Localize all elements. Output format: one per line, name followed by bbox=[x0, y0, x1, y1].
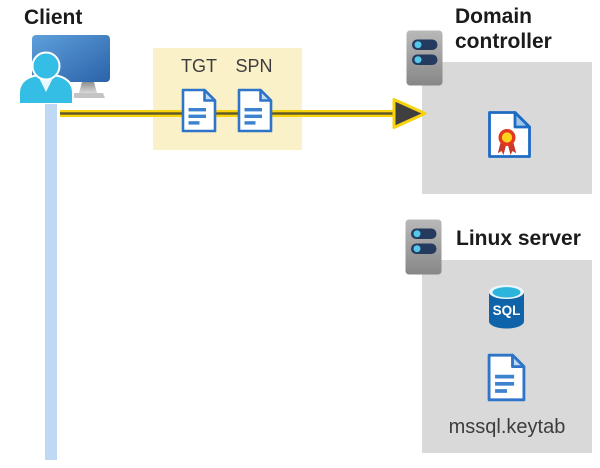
spn-label: SPN bbox=[235, 56, 273, 76]
monitor-stand-neck bbox=[79, 82, 97, 93]
domain-controller-title: Domain controller bbox=[455, 5, 552, 53]
certificate-icon bbox=[488, 111, 531, 158]
tgt-document-icon bbox=[181, 88, 217, 133]
sql-text: SQL bbox=[493, 303, 521, 318]
person-at-computer-icon bbox=[18, 35, 110, 104]
linux-server-server-icon bbox=[405, 219, 442, 275]
domain-controller-server-icon bbox=[406, 30, 443, 86]
person-head bbox=[31, 51, 61, 81]
keytab-filename-label: mssql.keytab bbox=[448, 416, 566, 438]
auth-request-arrow bbox=[60, 98, 427, 129]
arrow-head bbox=[392, 98, 427, 129]
keytab-document-icon bbox=[487, 353, 526, 402]
sql-database-icon: SQL bbox=[489, 285, 524, 329]
monitor-stand-base bbox=[71, 93, 105, 98]
spn-document-icon bbox=[237, 88, 273, 133]
token-box bbox=[153, 48, 302, 150]
client-title: Client bbox=[24, 6, 83, 29]
tgt-label: TGT bbox=[181, 56, 217, 76]
arrow-shaft-core bbox=[60, 112, 400, 115]
client-connection-line bbox=[45, 85, 57, 460]
linux-server-title: Linux server bbox=[456, 227, 581, 250]
